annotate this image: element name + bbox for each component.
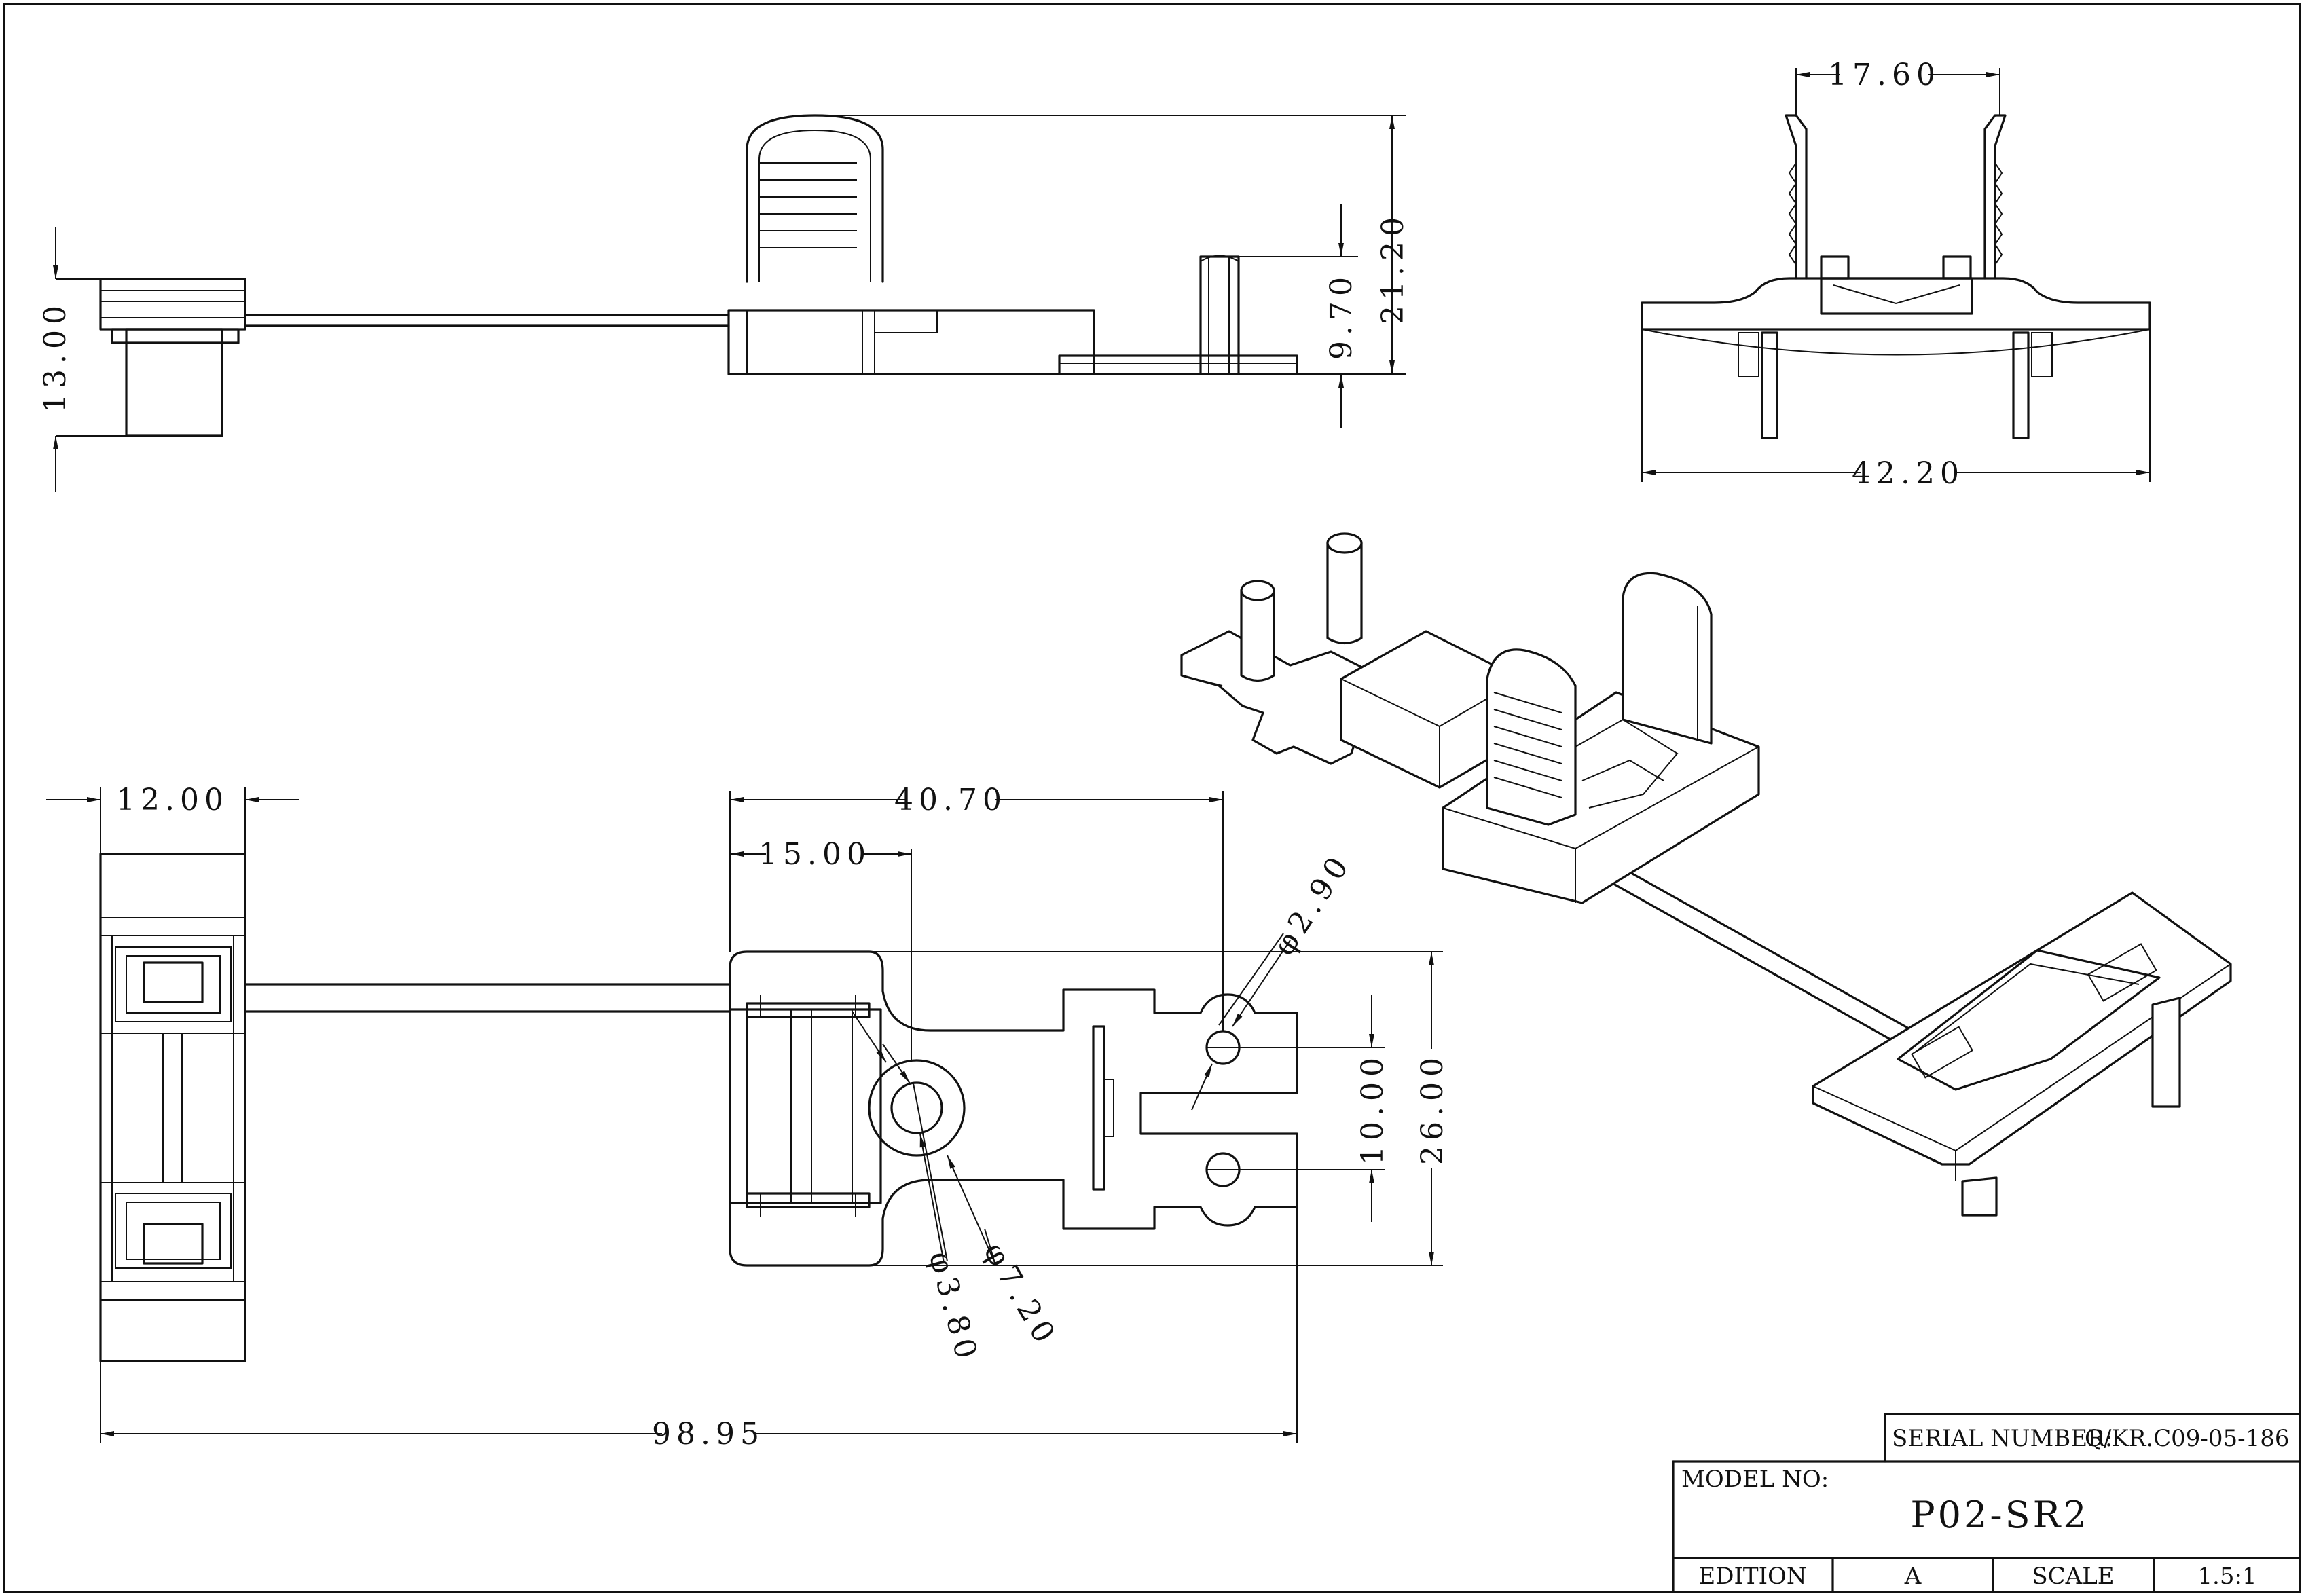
dim-98-95: 98.95 [652,1417,765,1451]
side-view-dimensions [53,115,1406,492]
dim-40-70: 40.70 [894,783,1007,817]
isometric-view [1180,532,2232,1217]
dim-26-00: 26.00 [1415,1052,1450,1165]
edition-value: A [1904,1563,1922,1590]
dim-phi-7-20: φ7.20 [976,1237,1064,1354]
dim-17-60: 17.60 [1828,58,1941,92]
drawing-border [3,3,2301,1593]
model-no-label: MODEL NO: [1681,1466,1829,1493]
dim-42-20: 42.20 [1852,456,1964,491]
top-view [729,950,1298,1267]
dim-10-00: 10.00 [1355,1052,1390,1165]
top-view-dimensions [100,791,1443,1443]
side-view [99,114,1298,437]
title-block [1672,1413,2301,1593]
dim-12-00: 12.00 [116,783,229,817]
model-no-value: P02-SR2 [1910,1493,2089,1536]
end-view [99,853,730,1362]
dim-15-00: 15.00 [758,837,871,872]
edition-label: EDITION [1698,1563,1806,1590]
dim-13-00: 13.00 [38,300,73,413]
end-view-dimensions [46,787,299,854]
dim-21-20: 21.20 [1376,212,1410,324]
serial-number-value: Q/KR.C09-05-186 [2085,1425,2290,1452]
scale-value: 1.5:1 [2197,1563,2256,1590]
front-view-dimensions [1641,68,2151,482]
dim-phi-2-90: φ2.90 [1266,847,1358,961]
dim-9-70: 9.70 [1324,272,1359,360]
serial-number-label: SERIAL NUMBER: [1892,1425,2113,1452]
front-view [1641,114,2151,439]
scale-label: SCALE [2032,1563,2114,1590]
